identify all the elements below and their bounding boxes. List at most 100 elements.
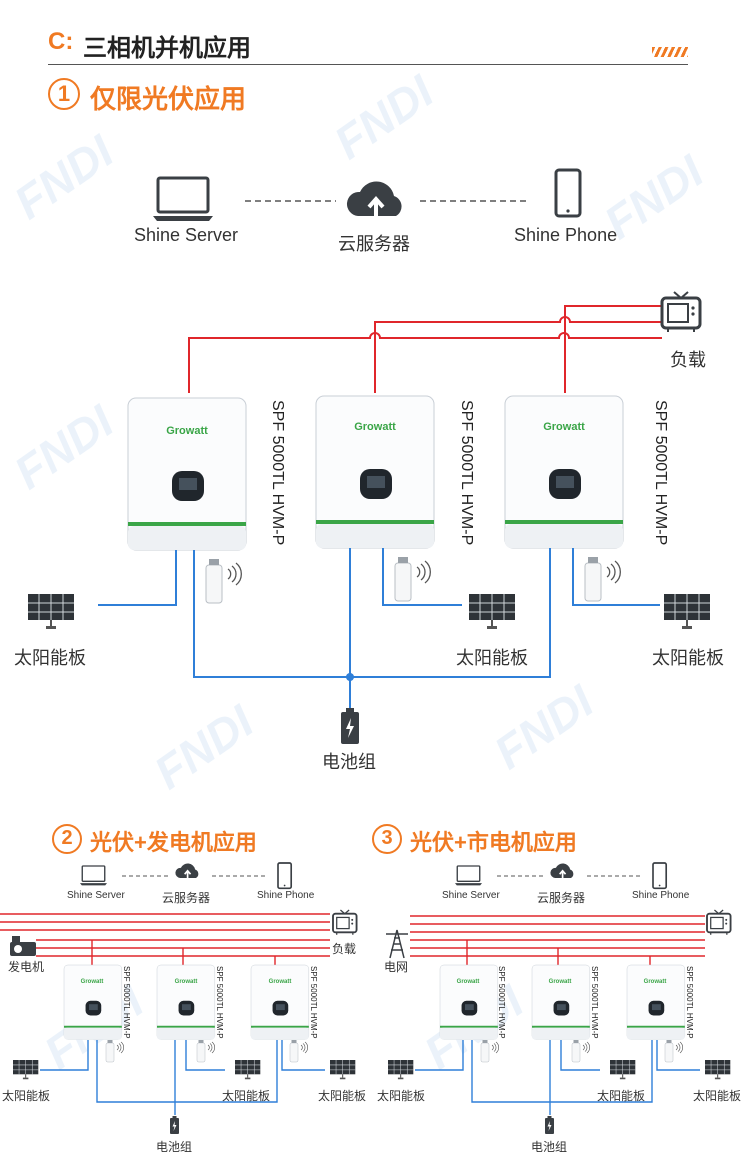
solar-label: 太阳能板	[456, 648, 528, 668]
laptop-icon	[151, 176, 215, 223]
inverter-brand: Growatt	[175, 979, 198, 985]
dc-lines	[98, 548, 660, 708]
ac-output-lines	[188, 305, 662, 393]
inverter-2	[531, 964, 591, 1040]
solar-label: 太阳能板	[597, 1089, 646, 1103]
cloud-label: 云服务器	[162, 891, 211, 905]
solar-panel-icon	[609, 1059, 636, 1080]
wifi-dongle-icon	[394, 556, 431, 602]
laptop-icon	[79, 865, 108, 887]
solar-panel-icon	[663, 593, 711, 630]
solar-label: 太阳能板	[693, 1089, 742, 1103]
inverter-model: SPF 5000TL HVM-P	[497, 966, 506, 1039]
load-label: 负载	[332, 942, 357, 956]
cloud-label: 云服务器	[338, 234, 410, 254]
solar-panel-icon	[387, 1059, 414, 1080]
inverter-model: SPF 5000TL HVM-P	[309, 966, 318, 1039]
grid-label: 电网	[384, 960, 409, 974]
tv-icon	[706, 909, 732, 936]
section-prefix: C:	[48, 28, 74, 55]
cloud-label: 云服务器	[537, 891, 586, 905]
inverter-brand: Growatt	[269, 979, 292, 985]
cloud-upload-icon	[344, 179, 404, 218]
inverter-2	[156, 964, 216, 1040]
section3-title: 光伏+市电机应用	[410, 830, 577, 855]
phone-icon	[277, 862, 293, 890]
power-tower-icon	[386, 929, 408, 959]
wifi-dongle-icon	[196, 1039, 215, 1063]
inverter-3	[250, 964, 310, 1040]
junction-node	[346, 673, 354, 681]
inverter-3	[504, 395, 624, 549]
battery-label: 电池组	[531, 1140, 568, 1154]
section2-title: 光伏+发电机应用	[90, 830, 257, 855]
battery-label: 电池组	[156, 1140, 193, 1154]
header-divider	[48, 64, 688, 65]
tv-icon	[332, 909, 358, 936]
wifi-dongle-icon	[105, 1039, 124, 1063]
solar-panel-icon	[468, 593, 516, 630]
shine-server-label: Shine Server	[67, 890, 125, 901]
inverter-model: SPF 5000TL HVM-P	[215, 966, 224, 1039]
solar-panel-icon	[27, 593, 75, 630]
phone-icon	[652, 862, 668, 890]
battery-icon	[545, 1116, 554, 1134]
inverter-brand: Growatt	[543, 421, 585, 433]
decorative-stripes	[652, 47, 688, 57]
inverter-model: SPF 5000TL HVM-P	[685, 966, 694, 1039]
section3-diagram	[386, 862, 732, 1134]
solar-label: 太阳能板	[318, 1089, 367, 1103]
solar-label: 太阳能板	[2, 1089, 51, 1103]
solar-panel-icon	[329, 1059, 356, 1080]
solar-panel-icon	[12, 1059, 39, 1080]
solar-label: 太阳能板	[377, 1089, 426, 1103]
solar-panel-icon	[704, 1059, 731, 1080]
battery-icon	[341, 708, 359, 744]
inverter-1	[63, 964, 123, 1040]
inverter-brand: Growatt	[644, 979, 667, 985]
inverter-1	[127, 397, 247, 551]
shine-phone-label: Shine Phone	[257, 890, 315, 901]
section1-number-badge: 1	[48, 78, 80, 110]
inverter-2	[315, 395, 435, 549]
cloud-upload-icon	[549, 862, 575, 879]
battery-icon	[170, 1116, 179, 1134]
inverter-model: SPF 5000TL HVM-P	[652, 400, 669, 545]
phone-icon	[554, 168, 582, 218]
solar-label: 太阳能板	[652, 648, 724, 668]
generator-label: 发电机	[8, 960, 45, 974]
wifi-dongle-icon	[480, 1039, 499, 1063]
section3-number-badge: 3	[372, 824, 402, 854]
inverter-model: SPF 5000TL HVM-P	[269, 400, 286, 545]
inverter-3	[626, 964, 686, 1040]
battery-label: 电池组	[322, 752, 376, 772]
section1-title: 仅限光伏应用	[90, 84, 247, 114]
section2-diagram	[0, 862, 358, 1134]
solar-label: 太阳能板	[14, 648, 86, 668]
page-title: 三相机并机应用	[83, 35, 251, 62]
wifi-dongle-icon	[205, 558, 242, 604]
inverter-brand: Growatt	[457, 979, 480, 985]
inverter-brand: Growatt	[166, 425, 208, 437]
shine-phone-label: Shine Phone	[514, 225, 618, 245]
wifi-dongle-icon	[664, 1039, 683, 1063]
shine-phone-label: Shine Phone	[632, 890, 690, 901]
inverter-brand: Growatt	[549, 979, 572, 985]
laptop-icon	[454, 865, 483, 887]
load-label: 负载	[670, 350, 706, 370]
inverter-model: SPF 5000TL HVM-P	[458, 400, 475, 545]
wifi-dongle-icon	[571, 1039, 590, 1063]
solar-panel-icon	[234, 1059, 261, 1080]
inverter-brand: Growatt	[354, 421, 396, 433]
inverter-model: SPF 5000TL HVM-P	[590, 966, 599, 1039]
inverter-1	[439, 964, 499, 1040]
shine-server-label: Shine Server	[442, 890, 500, 901]
shine-server-label: Shine Server	[134, 225, 239, 245]
cloud-upload-icon	[174, 862, 200, 879]
wifi-dongle-icon	[289, 1039, 308, 1063]
inverter-model: SPF 5000TL HVM-P	[122, 966, 131, 1039]
solar-label: 太阳能板	[222, 1089, 271, 1103]
wifi-dongle-icon	[584, 556, 621, 602]
tv-icon	[660, 290, 702, 334]
